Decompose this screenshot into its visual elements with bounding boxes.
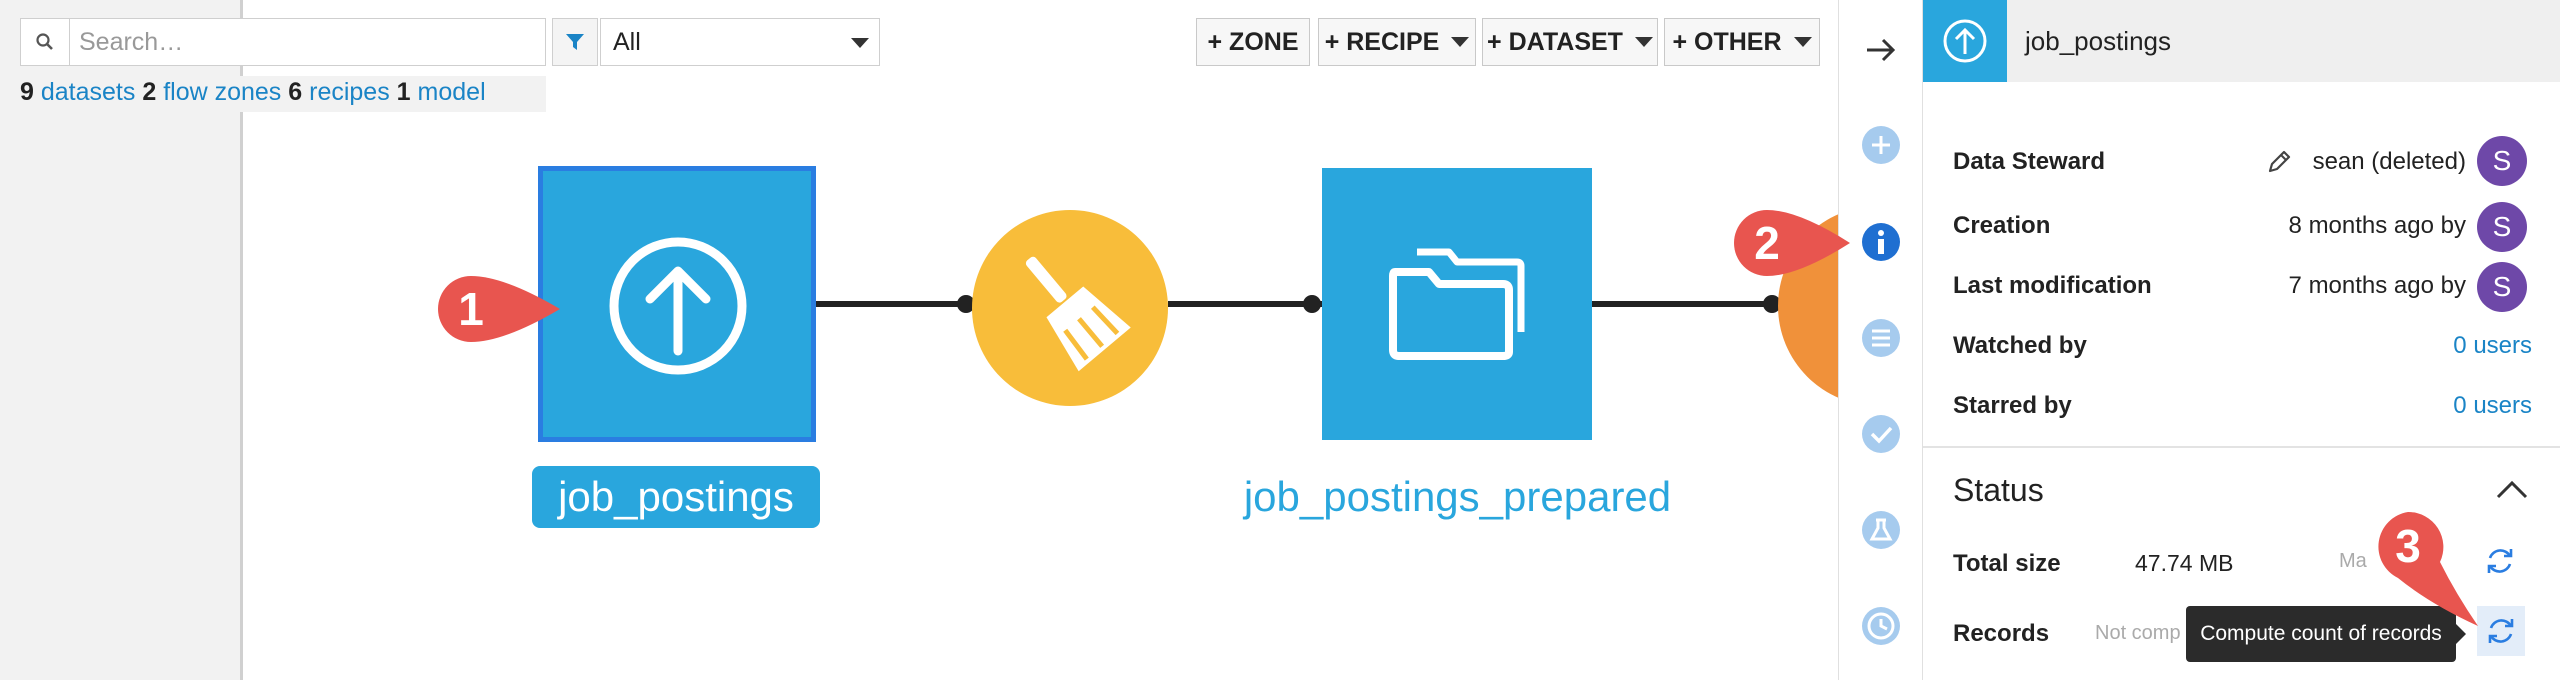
broom-icon <box>1025 256 1131 372</box>
models-count: 1 <box>396 78 411 106</box>
edge-endpoint-dot <box>1763 295 1781 313</box>
chevron-down-icon <box>1451 37 1470 47</box>
status-section-title: Status <box>1953 472 2044 508</box>
add-zone-button[interactable]: + ZONE <box>1196 18 1310 66</box>
chevron-down-icon <box>1793 37 1812 47</box>
recipes-link[interactable]: recipes <box>309 78 390 106</box>
filter-icon <box>566 34 584 50</box>
dataset-node-job-postings[interactable] <box>538 166 816 442</box>
starred-by-label: Starred by <box>1953 392 2072 419</box>
folder-icon <box>1389 248 1525 360</box>
upload-icon <box>609 237 747 375</box>
right-icon-rail <box>1838 0 1925 680</box>
flow-left-panel <box>0 0 243 680</box>
filter-select[interactable]: All <box>600 18 880 66</box>
tooltip-arrow <box>2456 624 2466 644</box>
callout-number: 1 <box>458 283 484 335</box>
datasets-link[interactable]: datasets <box>40 78 136 106</box>
compute-records-button[interactable] <box>2477 606 2525 656</box>
avatar[interactable]: S <box>2477 136 2527 186</box>
dataset-label-job-postings[interactable]: job_postings <box>532 466 820 528</box>
search-icon <box>21 19 70 65</box>
tooltip: Compute count of records <box>2186 606 2456 662</box>
filter-selected-value: All <box>613 28 641 56</box>
refresh-icon <box>2488 619 2514 643</box>
info-icon[interactable] <box>1861 222 1901 262</box>
plus-icon[interactable] <box>1861 125 1901 165</box>
panel-title: job_postings <box>2025 26 2171 56</box>
edge-endpoint-dot <box>1303 295 1321 313</box>
callout-pointer-shape <box>2378 511 2478 626</box>
dataset-label-job-postings-prepared[interactable]: job_postings_prepared <box>1243 473 1672 520</box>
total-size-extra: Ma <box>2339 550 2367 572</box>
creation-value: 8 months ago by <box>2288 212 2466 239</box>
last-modification-value: 7 months ago by <box>2288 272 2466 299</box>
watched-by-link[interactable]: 0 users <box>2453 332 2532 359</box>
avatar[interactable]: S <box>2477 262 2527 312</box>
records-value: Not comp <box>2095 622 2181 644</box>
chevron-up-icon[interactable] <box>2495 478 2529 500</box>
total-size-label: Total size <box>1953 550 2061 577</box>
total-size-value: 47.74 MB <box>2135 550 2234 576</box>
prepare-recipe-node[interactable] <box>972 210 1168 406</box>
creation-label: Creation <box>1953 212 2051 239</box>
lab-icon[interactable] <box>1861 510 1901 550</box>
dataset-node-job-postings-prepared[interactable] <box>1322 168 1592 440</box>
datasets-count: 9 <box>20 78 34 106</box>
panel-header: job_postings <box>1923 0 2560 82</box>
callout-2: 2 <box>1730 206 1854 280</box>
add-recipe-label: + RECIPE <box>1324 27 1440 56</box>
chevron-down-icon <box>851 38 869 48</box>
list-icon[interactable] <box>1861 318 1901 358</box>
edge-endpoint-dot <box>957 295 975 313</box>
models-link[interactable]: model <box>417 78 486 106</box>
chevron-down-icon <box>1634 37 1653 47</box>
search-field[interactable] <box>20 18 546 66</box>
arrow-right-icon[interactable] <box>1861 30 1901 70</box>
upload-icon <box>1943 19 1987 63</box>
flow-zones-link[interactable]: flow zones <box>163 78 282 106</box>
add-other-label: + OTHER <box>1672 27 1782 56</box>
zones-count: 2 <box>142 78 157 106</box>
data-steward-value: sean (deleted) <box>2312 148 2466 175</box>
add-recipe-button[interactable]: + RECIPE <box>1318 18 1476 66</box>
recipes-count: 6 <box>288 78 303 106</box>
add-dataset-button[interactable]: + DATASET <box>1482 18 1658 66</box>
callout-1: 1 <box>434 272 564 346</box>
flow-stats: 9 datasets 2 flow zones 6 recipes 1 mode… <box>20 76 546 112</box>
pencil-icon[interactable] <box>2265 148 2293 176</box>
data-steward-label: Data Steward <box>1953 148 2106 175</box>
add-zone-label: + ZONE <box>1207 27 1299 56</box>
watched-by-label: Watched by <box>1953 332 2087 359</box>
callout-number: 3 <box>2395 520 2421 572</box>
callout-number: 2 <box>1754 217 1780 269</box>
search-input[interactable] <box>71 19 541 65</box>
divider <box>1923 446 2560 448</box>
refresh-icon[interactable] <box>2483 544 2517 578</box>
callout-pointer-shape <box>438 276 560 342</box>
flow-edges <box>816 295 1781 313</box>
callout-3: 3 <box>2368 508 2480 632</box>
records-label: Records <box>1953 620 2050 647</box>
check-icon[interactable] <box>1861 414 1901 454</box>
dataset-type-icon <box>1923 0 2007 82</box>
callout-pointer-shape <box>1734 210 1850 276</box>
starred-by-link[interactable]: 0 users <box>2453 392 2532 419</box>
clock-icon[interactable] <box>1861 606 1901 646</box>
avatar[interactable]: S <box>2477 202 2527 252</box>
details-panel: job_postings Data Steward sean (deleted)… <box>1922 0 2560 680</box>
add-other-button[interactable]: + OTHER <box>1664 18 1820 66</box>
last-modification-label: Last modification <box>1953 272 2152 299</box>
add-dataset-label: + DATASET <box>1487 27 1623 56</box>
filter-button[interactable] <box>552 18 598 66</box>
